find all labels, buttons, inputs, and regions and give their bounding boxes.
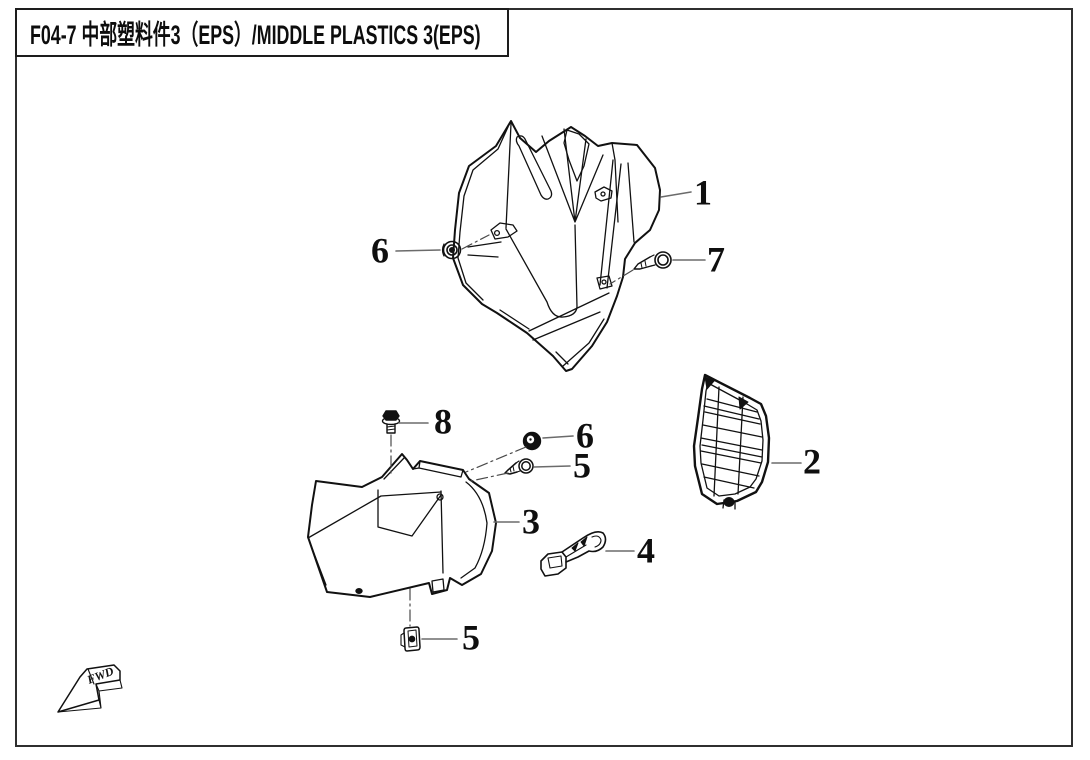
part-1-middle-panel [452, 120, 661, 372]
part-5-clip-nut [400, 626, 421, 652]
title-box: F04-7 中部塑料件3（EPS）/MIDDLE PLASTICS 3(EPS) [15, 8, 509, 57]
callout-2-label: 2 [803, 441, 821, 482]
page-title: F04-7 中部塑料件3（EPS）/MIDDLE PLASTICS 3(EPS) [30, 20, 481, 50]
part-2-vent-grille [692, 373, 771, 510]
assembly-center-lines [390, 234, 634, 627]
callout-6-upper-label: 6 [371, 230, 389, 271]
part-4-hook-bracket [540, 531, 607, 577]
part-8-flange-bolt [381, 410, 401, 434]
callout-6-lower-label: 6 [576, 415, 594, 456]
part-6-grommet-box [522, 431, 542, 451]
part-7-screw-panel [633, 251, 672, 270]
callout-3-label: 3 [522, 501, 540, 542]
callout-4-label: 4 [637, 530, 655, 571]
callout-8-label: 8 [434, 401, 452, 442]
fwd-direction-arrow: FWD [57, 664, 123, 713]
callout-5-upper-label: 5 [573, 445, 591, 486]
page-border [15, 8, 1073, 747]
callout-5-lower-label: 5 [462, 617, 480, 658]
part-3-storage-box [307, 453, 497, 598]
part-5-screw-box [504, 458, 534, 475]
leader-lines [395, 191, 802, 640]
callout-7-label: 7 [707, 239, 725, 280]
part-6-grommet-panel [441, 240, 462, 260]
callout-1-label: 1 [694, 172, 712, 213]
